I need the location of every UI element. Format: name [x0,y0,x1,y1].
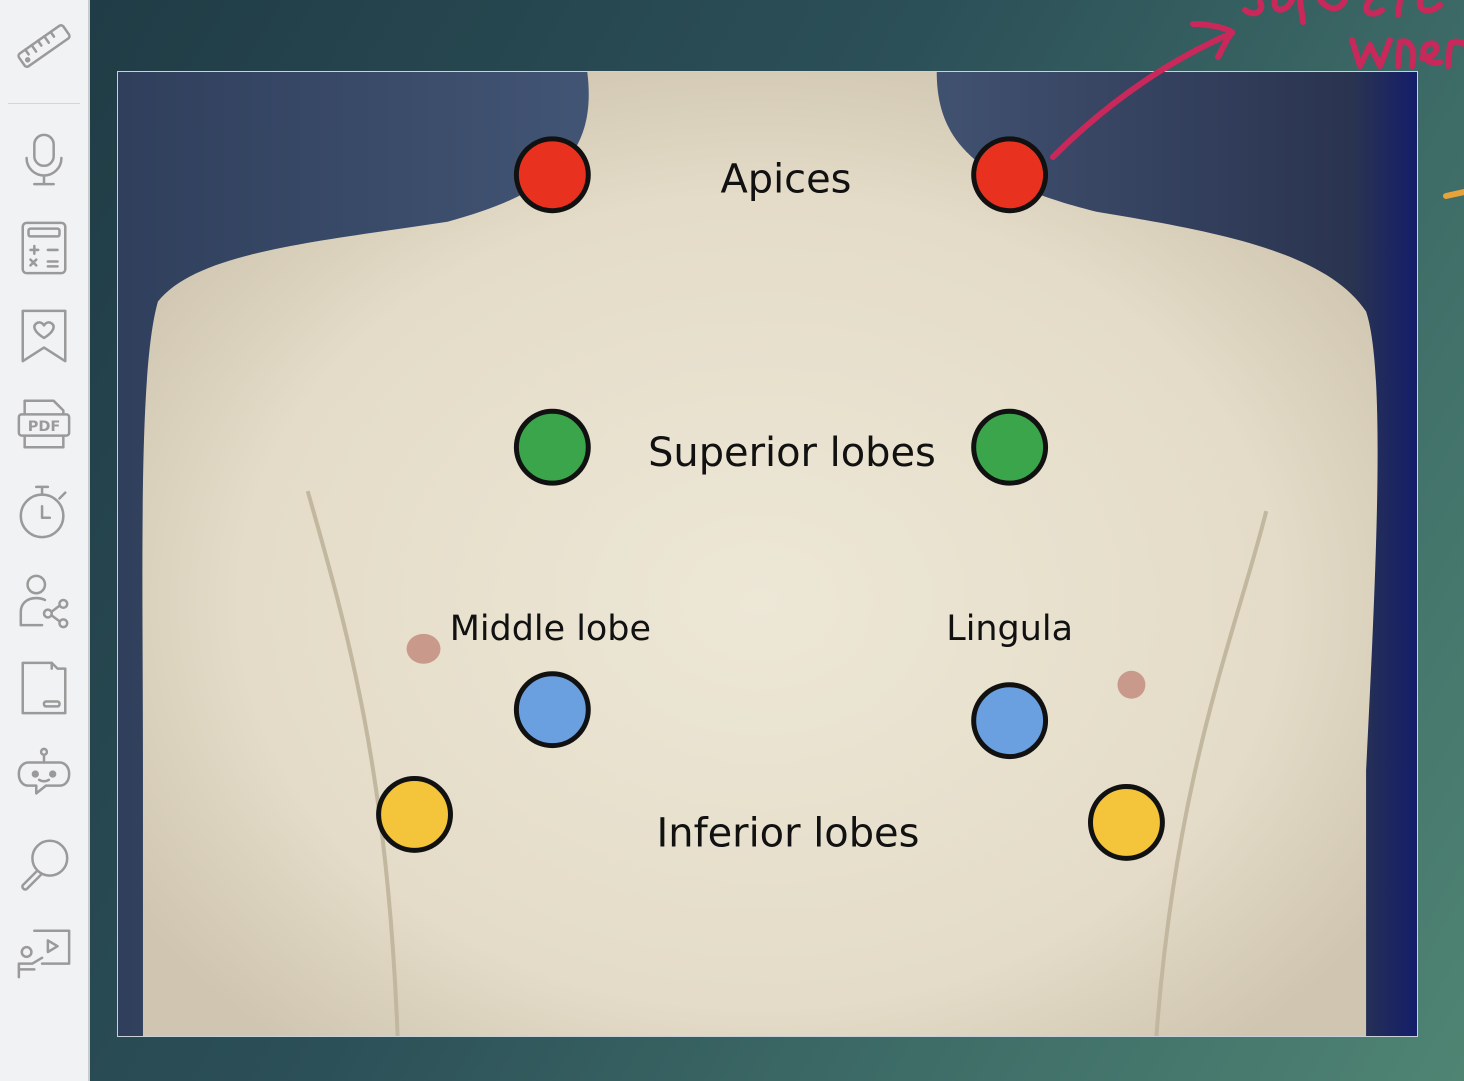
lingula-dot [971,682,1049,760]
presentation-tool[interactable] [14,920,74,984]
timer-tool[interactable] [14,480,74,544]
ink-handwriting [1242,0,1443,25]
pdf-tool[interactable]: PDF [14,392,74,456]
bookmark-tool[interactable] [14,304,74,368]
calculator-tool[interactable] [14,216,74,280]
ink-orange-mark [1443,189,1464,199]
inferior-lobe-dot-left [1088,784,1165,861]
microphone-icon [25,133,63,186]
stopwatch-icon [19,485,67,539]
microphone-tool[interactable] [14,128,74,192]
chest-auscultation-image[interactable]: Apices Superior lobes Middle lobe Lingul… [117,71,1418,1037]
search-icon [21,839,69,891]
svg-text:PDF: PDF [28,419,61,435]
tool-sidebar: PDF [0,0,90,1081]
search-tool[interactable] [14,832,74,896]
arm-shadow [305,490,1269,1036]
apex-dot-left [971,136,1049,214]
bookmark-heart-icon [21,309,67,363]
label-apices: Apices [720,157,851,203]
folder-tool[interactable] [14,656,74,720]
ink-handwriting [1349,37,1464,69]
middle-lobe-dot [513,671,591,749]
ruler-icon [17,24,71,68]
calculator-icon [21,221,67,275]
chatbot-icon [17,747,71,795]
nipple [1117,670,1146,699]
inferior-lobe-dot-right [376,776,453,853]
pdf-icon: PDF [17,399,71,449]
superior-lobe-dot-left [971,408,1049,486]
collaborate-tool[interactable] [14,568,74,632]
torso [142,72,1378,1036]
superior-lobe-dot-right [513,408,591,486]
nipple [406,633,441,664]
label-inferior-lobes: Inferior lobes [657,810,920,856]
sidebar-divider [8,103,80,104]
label-superior-lobes: Superior lobes [648,430,936,476]
user-share-icon [19,574,69,629]
label-middle-lobe: Middle lobe [450,609,651,649]
folder-icon [21,661,67,715]
apex-dot-right [513,136,591,214]
assistant-tool[interactable] [14,744,74,808]
ruler-tool[interactable] [14,14,74,78]
presentation-icon [17,929,71,979]
label-lingula: Lingula [946,609,1073,649]
